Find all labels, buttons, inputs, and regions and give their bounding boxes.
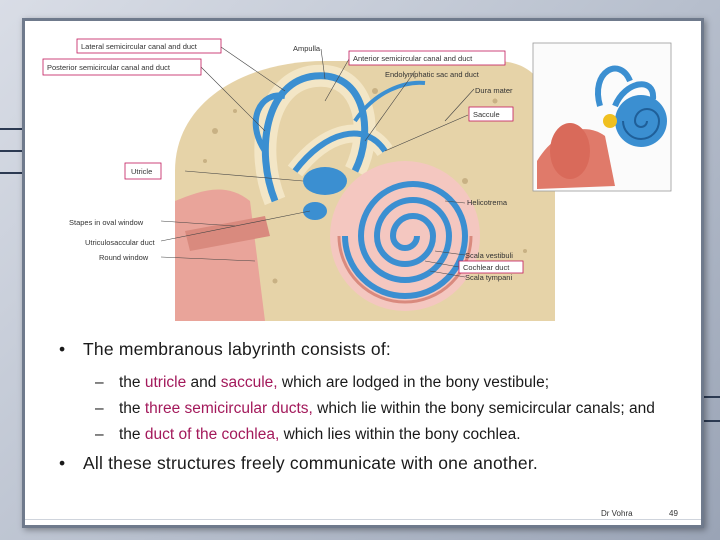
inset-illustration — [532, 42, 672, 192]
highlight-term: utricle — [144, 374, 187, 391]
sub-bullet-item: – the duct of the cochlea, which lies wi… — [55, 424, 685, 445]
dash-marker: – — [95, 400, 104, 417]
svg-text:Posterior semicircular canal a: Posterior semicircular canal and duct — [47, 63, 171, 72]
figure-label-saccule: Saccule — [468, 106, 514, 122]
text: which lie within the bony semicircular c… — [312, 400, 655, 417]
figure-label-cochlear: Cochlear duct — [458, 260, 524, 274]
figure-label-helicotrema: Helicotrema — [467, 198, 508, 207]
inner-ear-figure: Lateral semicircular canal and duct Post… — [42, 38, 672, 321]
text: which lies within the bony cochlea. — [279, 426, 521, 443]
svg-text:Lateral semicircular canal and: Lateral semicircular canal and duct — [81, 42, 198, 51]
sub-bullet-item: – the utricle and saccule, which are lod… — [55, 372, 685, 393]
text: the — [119, 400, 145, 417]
bullet-list: • The membranous labyrinth consists of: … — [55, 339, 685, 486]
footer-divider — [25, 519, 701, 520]
highlight-term: duct of the cochlea, — [144, 426, 280, 443]
figure-label-posterior: Posterior semicircular canal and duct — [42, 58, 202, 76]
figure-label-tympani: Scala tympani — [465, 273, 512, 282]
labyrinth-illustration — [175, 61, 555, 321]
footer-author: Dr Vohra — [601, 509, 633, 518]
text: the — [119, 374, 145, 391]
highlight-term: saccule, — [220, 374, 278, 391]
page-number: 49 — [669, 509, 678, 518]
bullet-item: • All these structures freely communicat… — [55, 453, 685, 474]
svg-text:Saccule: Saccule — [473, 110, 500, 119]
highlight-term: three semicircular ducts, — [144, 400, 313, 417]
svg-text:Cochlear duct: Cochlear duct — [463, 263, 510, 272]
slide: Lateral semicircular canal and duct Post… — [22, 18, 704, 528]
figure-label-utricle: Utricle — [124, 162, 162, 180]
bullet-dot: • — [59, 453, 66, 473]
svg-text:Utricle: Utricle — [131, 167, 152, 176]
dash-marker: – — [95, 426, 104, 443]
decor-line — [0, 150, 26, 152]
figure-label-endolymphatic: Endolymphatic sac and duct — [385, 70, 480, 79]
svg-text:Anterior semicircular canal an: Anterior semicircular canal and duct — [353, 54, 473, 63]
figure-label-stapes: Stapes in oval window — [69, 218, 144, 227]
bullet-text: All these structures freely communicate … — [83, 453, 538, 473]
figure-label-vestibuli: Scala vestibuli — [465, 251, 513, 260]
decor-line — [696, 420, 720, 422]
figure-label-round: Round window — [99, 253, 149, 262]
figure-label-lateral: Lateral semicircular canal and duct — [76, 38, 222, 54]
text: which are lodged in the bony vestibule; — [277, 374, 550, 391]
figure-label-dura: Dura mater — [475, 86, 513, 95]
decor-line — [0, 128, 26, 130]
text: and — [186, 374, 221, 391]
text: the — [119, 426, 145, 443]
decor-line — [696, 396, 720, 398]
bullet-text: The membranous labyrinth consists of: — [83, 339, 391, 359]
sub-bullet-item: – the three semicircular ducts, which li… — [55, 398, 685, 419]
bullet-item: • The membranous labyrinth consists of: — [55, 339, 685, 360]
figure-label-anterior: Anterior semicircular canal and duct — [348, 50, 506, 66]
leader-lines — [160, 46, 475, 278]
bullet-dot: • — [59, 339, 66, 359]
figure-label-utriculosaccular: Utriculosaccular duct — [85, 238, 156, 247]
decor-line — [0, 172, 26, 174]
figure-label-ampulla: Ampulla — [293, 44, 321, 53]
dash-marker: – — [95, 374, 104, 391]
